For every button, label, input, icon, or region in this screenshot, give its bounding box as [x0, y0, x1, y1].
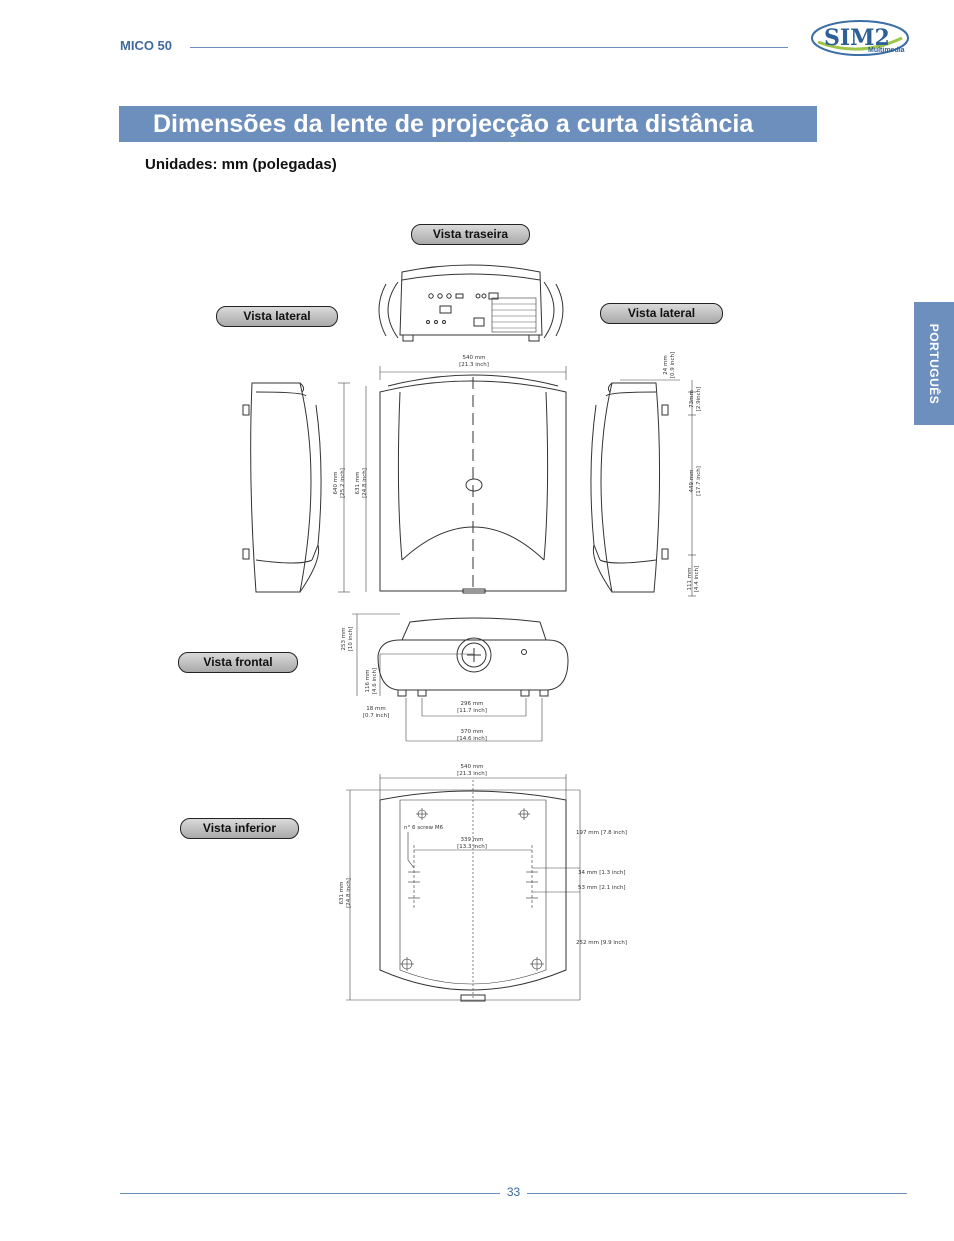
logo-subtext: Multimedia: [868, 47, 905, 54]
dim-top-depth-inner: 631 mm[24.8 inch]: [355, 468, 368, 498]
dim-side-449: 449 mm[17.7 inch]: [689, 466, 702, 496]
label-rear-view: Vista traseira: [411, 224, 530, 245]
dim-top-width: 540 mm[21.3 inch]: [459, 355, 489, 368]
front-view-drawing: [377, 617, 569, 697]
header-model: MICO 50: [120, 38, 173, 53]
dim-front-lens: 116 mm[4.6 inch]: [365, 667, 378, 695]
footer-divider-right: [527, 1193, 907, 1194]
label-side-view-right: Vista lateral: [600, 303, 723, 324]
dim-bottom-53: 53 mm [2.1 inch]: [578, 885, 626, 891]
dim-front-foot: 18 mm[0.7 inch]: [362, 706, 390, 719]
label-front-view: Vista frontal: [178, 652, 298, 673]
dim-front-height: 253 mm[10 inch]: [341, 626, 354, 652]
language-tab: PORTUGUÊS: [914, 302, 954, 425]
sim2-logo: SIM2 Multimedia: [810, 18, 910, 63]
header-divider: [190, 47, 788, 48]
dim-bottom-252: 252 mm [9.9 inch]: [576, 940, 628, 946]
logo-text: SIM2: [824, 25, 890, 51]
label-side-view-left: Vista lateral: [216, 306, 338, 327]
rear-view-drawing: [378, 264, 564, 342]
page-number: 33: [506, 1185, 521, 1199]
dim-bottom-depth: 631 mm[24.8 inch]: [339, 878, 352, 908]
units-label: Unidades: mm (polegadas): [145, 156, 337, 173]
dim-side-24: 24 mm[0.9 inch]: [663, 351, 676, 379]
dim-bottom-34: 34 mm [1.3 inch]: [578, 870, 626, 876]
dim-front-296: 296 mm[11.7 inch]: [457, 701, 487, 714]
dim-bottom-width: 540 mm[21.3 inch]: [457, 764, 487, 777]
dim-bottom-197: 197 mm [7.8 inch]: [576, 830, 628, 836]
right-side-view-drawing: [590, 382, 669, 593]
footer-divider-left: [120, 1193, 500, 1194]
page-title: Dimensões da lente de projecção a curta …: [119, 106, 817, 142]
dim-bottom-339: 339 mm[13.3 inch]: [457, 837, 487, 850]
dim-side-73: 73mm[2.9inch]: [689, 386, 702, 412]
bottom-view-drawing: [379, 780, 567, 1002]
dim-side-111: 111 mm[4.4 inch]: [687, 565, 700, 593]
dim-top-depth-outer: 640 mm[25.2 inch]: [333, 468, 346, 498]
dim-front-370: 370 mm[14.6 inch]: [457, 729, 487, 742]
label-bottom-view: Vista inferior: [180, 818, 299, 839]
top-view-drawing: [379, 374, 567, 594]
left-side-view-drawing: [242, 382, 322, 593]
dim-bottom-screw: n° 6 screw M6: [404, 825, 444, 831]
